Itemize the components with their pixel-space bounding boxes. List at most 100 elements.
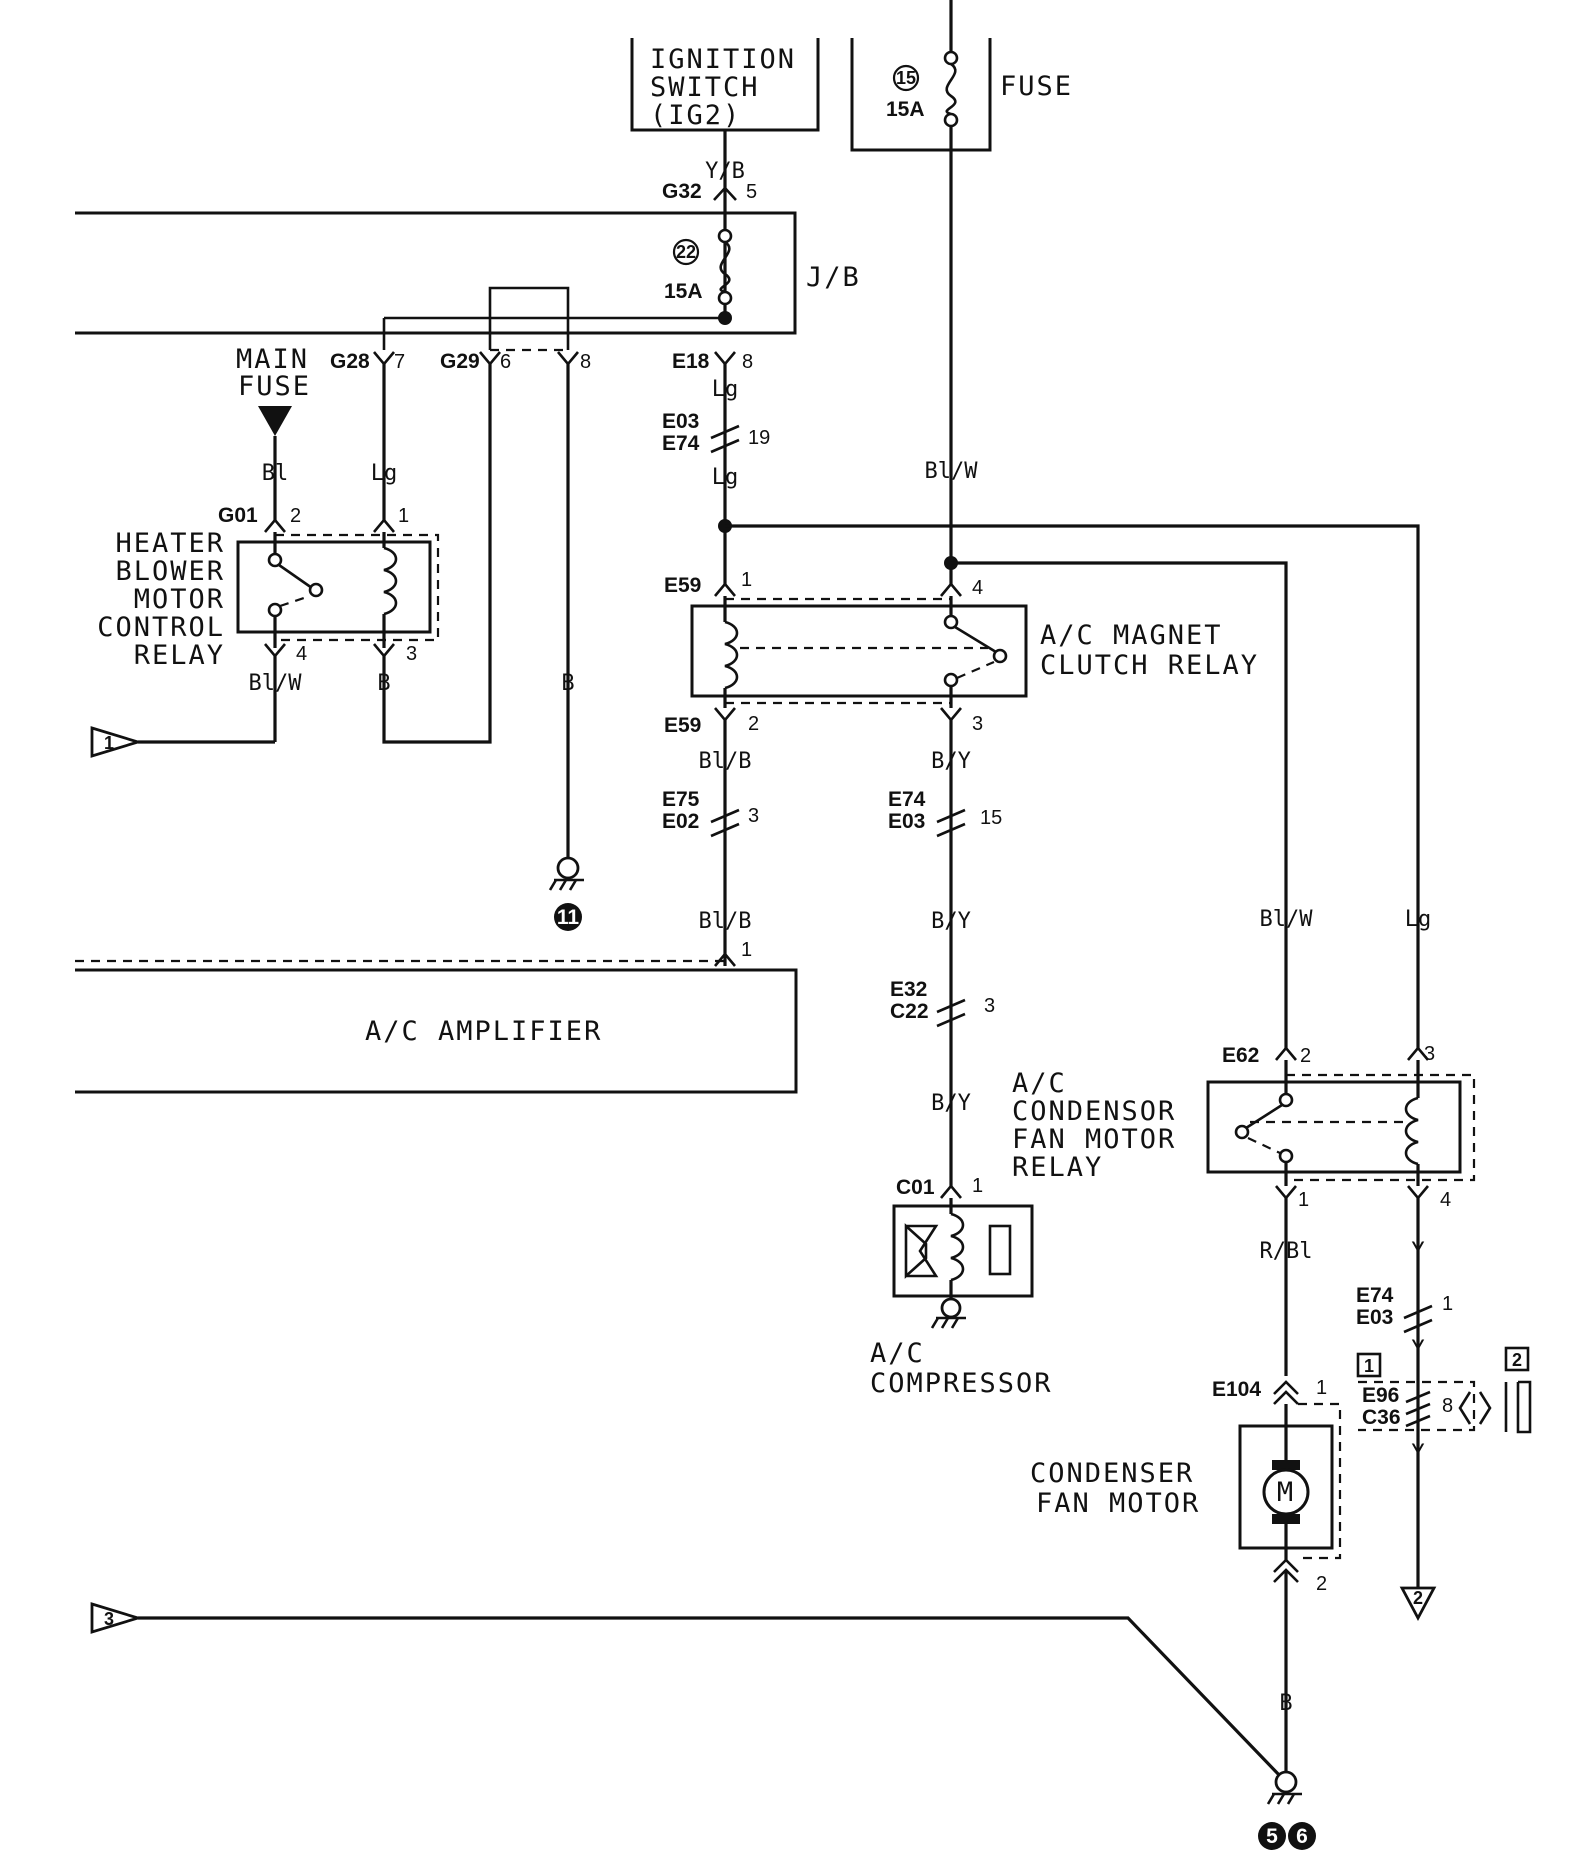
svg-text:A/C: A/C xyxy=(1012,1068,1067,1099)
svg-text:E03: E03 xyxy=(1356,1306,1393,1329)
condenser-fan-motor: CONDENSER FAN MOTOR M xyxy=(1030,1402,1342,1560)
svg-text:8: 8 xyxy=(742,351,753,373)
svg-text:SWITCH: SWITCH xyxy=(650,72,760,103)
svg-text:2: 2 xyxy=(1512,1350,1522,1370)
svg-text:3: 3 xyxy=(984,995,995,1017)
ac-compressor: A/C COMPRESSOR xyxy=(870,1198,1053,1399)
svg-text:Lg: Lg xyxy=(1405,907,1432,932)
svg-text:FUSE: FUSE xyxy=(1000,71,1073,102)
svg-text:1: 1 xyxy=(398,505,409,527)
svg-text:RELAY: RELAY xyxy=(1012,1152,1103,1183)
svg-text:B/Y: B/Y xyxy=(931,749,971,774)
swap-icon xyxy=(1458,1391,1492,1425)
svg-text:4: 4 xyxy=(972,577,983,599)
svg-text:M: M xyxy=(1277,1477,1295,1508)
variant-box-2: 2 xyxy=(1504,1346,1530,1372)
svg-text:15: 15 xyxy=(896,68,916,88)
ac-condensor-fan-relay: A/C CONDENSOR FAN MOTOR RELAY xyxy=(1012,1060,1476,1186)
svg-text:8: 8 xyxy=(1442,1395,1453,1417)
svg-text:FAN MOTOR: FAN MOTOR xyxy=(1012,1124,1176,1155)
svg-text:E18: E18 xyxy=(672,350,710,373)
svg-text:E59: E59 xyxy=(664,574,701,597)
svg-text:Bl/B: Bl/B xyxy=(699,909,752,934)
svg-text:Bl: Bl xyxy=(262,461,289,486)
svg-text:CONDENSER: CONDENSER xyxy=(1030,1458,1194,1489)
ground-5-6: 5 6 xyxy=(1258,1770,1316,1850)
ac-amplifier: A/C AMPLIFIER xyxy=(75,959,798,1094)
svg-text:1: 1 xyxy=(1298,1189,1309,1211)
off-page-ref-1: 1 xyxy=(90,726,143,758)
svg-text:C01: C01 xyxy=(896,1176,935,1199)
svg-text:2: 2 xyxy=(1413,1588,1423,1608)
svg-text:C36: C36 xyxy=(1362,1406,1401,1429)
svg-text:MOTOR: MOTOR xyxy=(134,584,225,615)
svg-text:G01: G01 xyxy=(218,504,258,527)
svg-text:E74: E74 xyxy=(888,788,926,811)
svg-text:1: 1 xyxy=(1364,1356,1374,1376)
svg-text:J/B: J/B xyxy=(806,262,861,293)
svg-text:19: 19 xyxy=(748,427,770,449)
svg-text:6: 6 xyxy=(1296,1825,1308,1848)
svg-text:COMPRESSOR: COMPRESSOR xyxy=(870,1368,1053,1399)
svg-text:B: B xyxy=(1279,1691,1292,1716)
svg-text:E02: E02 xyxy=(662,810,699,833)
svg-text:1: 1 xyxy=(104,733,114,753)
svg-text:BLOWER: BLOWER xyxy=(115,556,225,587)
svg-text:2: 2 xyxy=(748,713,759,735)
svg-text:(IG2): (IG2) xyxy=(650,100,741,131)
fuse-box-top: 15 15A FUSE xyxy=(850,0,1073,152)
svg-text:2: 2 xyxy=(1300,1045,1311,1067)
svg-text:C22: C22 xyxy=(890,1000,929,1023)
svg-text:8: 8 xyxy=(580,351,591,373)
svg-text:Lg: Lg xyxy=(371,461,398,486)
svg-text:E75: E75 xyxy=(662,788,700,811)
ground-11: 11 xyxy=(548,856,584,931)
svg-text:Bl/W: Bl/W xyxy=(249,671,303,696)
svg-text:CONDENSOR: CONDENSOR xyxy=(1012,1096,1176,1127)
ac-magnet-clutch-relay: A/C MAGNET CLUTCH RELAY xyxy=(690,596,1257,708)
svg-text:1: 1 xyxy=(741,569,752,591)
svg-text:Lg: Lg xyxy=(712,377,739,402)
svg-text:Bl/B: Bl/B xyxy=(699,749,752,774)
svg-text:A/C MAGNET: A/C MAGNET xyxy=(1040,620,1223,651)
svg-text:4: 4 xyxy=(1440,1189,1451,1211)
clutch-icon xyxy=(904,1223,939,1279)
svg-text:E104: E104 xyxy=(1212,1378,1261,1401)
svg-text:B: B xyxy=(561,671,574,696)
svg-text:6: 6 xyxy=(500,351,511,373)
svg-text:2: 2 xyxy=(1316,1573,1327,1595)
fuse-number-icon xyxy=(672,238,700,266)
svg-text:G29: G29 xyxy=(440,350,480,373)
svg-text:A/C AMPLIFIER: A/C AMPLIFIER xyxy=(365,1016,602,1047)
svg-text:15: 15 xyxy=(980,807,1002,829)
svg-text:HEATER: HEATER xyxy=(115,528,225,559)
svg-text:Bl/W: Bl/W xyxy=(1260,907,1314,932)
fuse-number-icon xyxy=(892,64,920,92)
svg-text:Bl/W: Bl/W xyxy=(925,459,979,484)
svg-text:1: 1 xyxy=(1442,1293,1453,1315)
svg-text:11: 11 xyxy=(557,906,580,929)
svg-text:3: 3 xyxy=(104,1609,114,1629)
main-fuse-arrow-icon xyxy=(258,406,292,436)
svg-text:E32: E32 xyxy=(890,978,927,1001)
svg-text:3: 3 xyxy=(972,713,983,735)
off-page-ref-3: 3 xyxy=(90,1602,143,1634)
heater-blower-relay: HEATER BLOWER MOTOR CONTROL RELAY xyxy=(97,528,440,671)
svg-text:E03: E03 xyxy=(888,810,925,833)
svg-text:E59: E59 xyxy=(664,714,701,737)
svg-text:3: 3 xyxy=(406,643,417,665)
svg-text:G28: G28 xyxy=(330,350,370,373)
svg-text:1: 1 xyxy=(741,939,752,961)
svg-text:15A: 15A xyxy=(886,98,925,121)
svg-text:MAIN: MAIN xyxy=(236,344,309,375)
svg-text:B: B xyxy=(377,671,390,696)
svg-text:22: 22 xyxy=(676,242,696,262)
svg-text:Y: Y xyxy=(1411,1337,1424,1362)
ignition-switch: IGNITION SWITCH (IG2) xyxy=(630,38,820,132)
svg-text:R/Bl: R/Bl xyxy=(1260,1239,1313,1264)
svg-text:1: 1 xyxy=(1316,1377,1327,1399)
off-page-ref-2: 2 xyxy=(1399,1586,1437,1621)
svg-text:15A: 15A xyxy=(664,280,703,303)
